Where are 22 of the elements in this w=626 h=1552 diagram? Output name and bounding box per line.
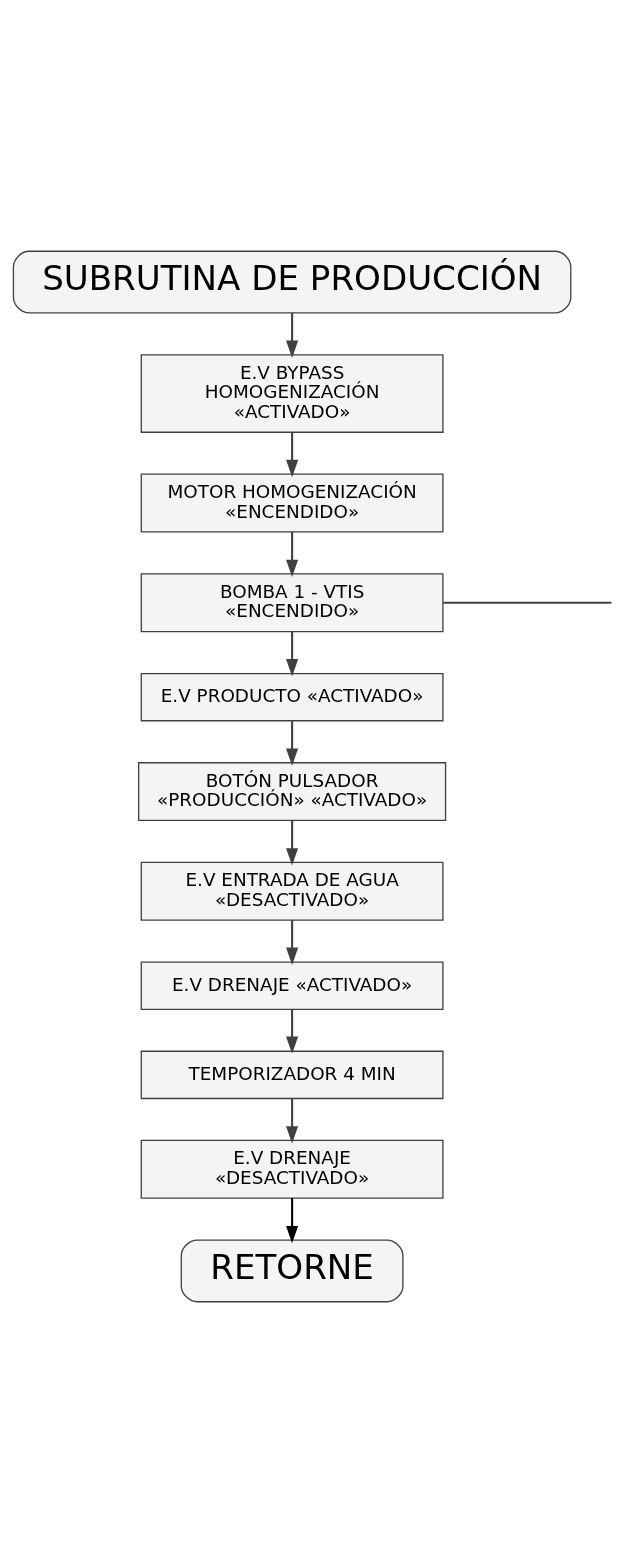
arrow: [286, 1009, 299, 1054]
arrow: [286, 819, 299, 865]
node-box: E.V DRENAJE «DESACTIVADO»: [140, 1139, 444, 1199]
arrow: [286, 631, 299, 676]
node-box: E.V ENTRADA DE AGUA «DESACTIVADO»: [140, 861, 444, 921]
node-box: E.V BYPASS HOMOGENIZACIÓN «ACTIVADO»: [140, 353, 444, 433]
arrow: [286, 312, 299, 358]
node-box: E.V DRENAJE «ACTIVADO»: [140, 960, 444, 1010]
node-box: SUBRUTINA DE PRODUCCIÓN: [12, 250, 572, 314]
node-box: E.V PRODUCTO «ACTIVADO»: [140, 672, 444, 721]
arrow: [286, 1098, 299, 1143]
node-box: RETORNE: [180, 1238, 404, 1302]
arrow: [286, 531, 299, 577]
node-box: MOTOR HOMOGENIZACIÓN «ENCENDIDO»: [140, 473, 444, 533]
arrow: [286, 919, 299, 965]
arrow: [286, 1197, 299, 1243]
node-box: BOTÓN PULSADOR «PRODUCCIÓN» «ACTIVADO»: [138, 761, 447, 821]
connector: [443, 601, 612, 604]
arrow: [286, 431, 299, 477]
node-box: TEMPORIZADOR 4 MIN: [140, 1050, 444, 1099]
node-box: BOMBA 1 - VTIS «ENCENDIDO»: [140, 572, 444, 632]
arrow: [286, 720, 299, 766]
